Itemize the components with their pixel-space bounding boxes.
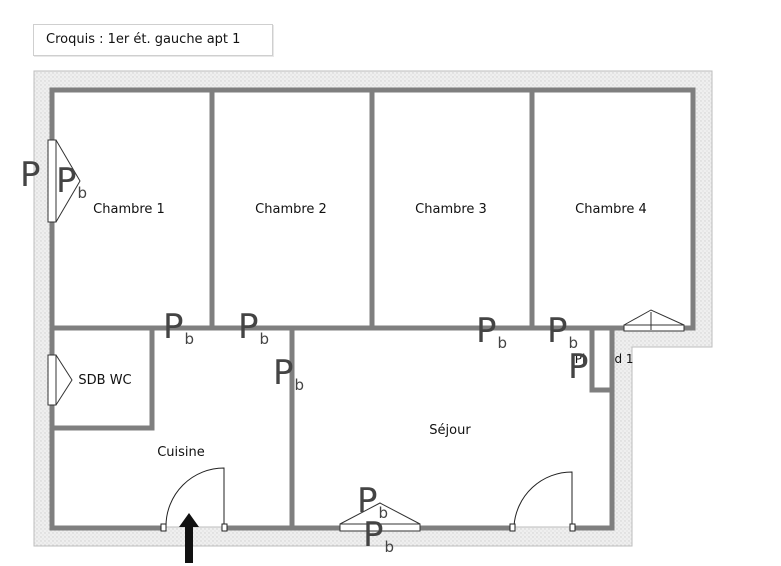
pb-p: P [476, 311, 497, 351]
pb-marker-chambre4-door: Pb [547, 314, 578, 351]
window-sdb [47, 354, 73, 406]
pb-b: b [378, 504, 389, 522]
pb-b: b [384, 538, 395, 556]
pb-marker-left-outer: P [20, 158, 41, 192]
walls [49, 87, 696, 531]
pb-p: P [547, 311, 568, 351]
pb-p: P [56, 161, 77, 201]
plan-title: Croquis : 1er ét. gauche apt 1 [46, 32, 241, 47]
title-box: Croquis : 1er ét. gauche apt 1 [33, 24, 273, 56]
entry-arrow-icon [179, 513, 199, 563]
window-sejour [339, 502, 421, 532]
window-left [47, 139, 81, 223]
placard-label-d1: d 1 [614, 352, 634, 366]
pb-b: b [184, 330, 195, 348]
room-sdb-wc: SDB WC [78, 373, 132, 388]
pb-p: P [273, 353, 294, 393]
pb-p: P [363, 515, 384, 555]
room-chambre-1: Chambre 1 [93, 202, 165, 217]
pb-b: b [568, 334, 579, 352]
pb-marker-sejour-window-bottom: Pb [363, 518, 394, 555]
pb-marker-chambre1-window: Pb [56, 164, 87, 201]
room-cuisine: Cuisine [157, 445, 205, 460]
pb-marker-chambre2-door: Pb [238, 310, 269, 347]
pb-p: P [357, 481, 378, 521]
room-chambre-2: Chambre 2 [255, 202, 327, 217]
pb-p: P [20, 155, 41, 195]
pb-b: b [259, 330, 270, 348]
room-chambre-3: Chambre 3 [415, 202, 487, 217]
pb-p: P [238, 307, 259, 347]
placard-label-pl: Pl [574, 352, 586, 366]
pb-p: P [163, 307, 184, 347]
pb-b: b [497, 334, 508, 352]
door-cuisine [160, 467, 228, 532]
room-sejour: Séjour [429, 423, 471, 438]
pb-marker-sejour-window-top: Pb [357, 484, 388, 521]
pb-b: b [77, 184, 88, 202]
pb-b: b [294, 376, 305, 394]
pb-marker-placard: P [568, 350, 589, 384]
pb-marker-sejour-wall: Pb [273, 356, 304, 393]
room-chambre-4: Chambre 4 [575, 202, 647, 217]
pb-marker-chambre3-door: Pb [476, 314, 507, 351]
door-sejour [509, 471, 576, 532]
window-chambre4 [623, 309, 685, 332]
pb-marker-chambre1-door: Pb [163, 310, 194, 347]
pb-p: P [568, 347, 589, 387]
